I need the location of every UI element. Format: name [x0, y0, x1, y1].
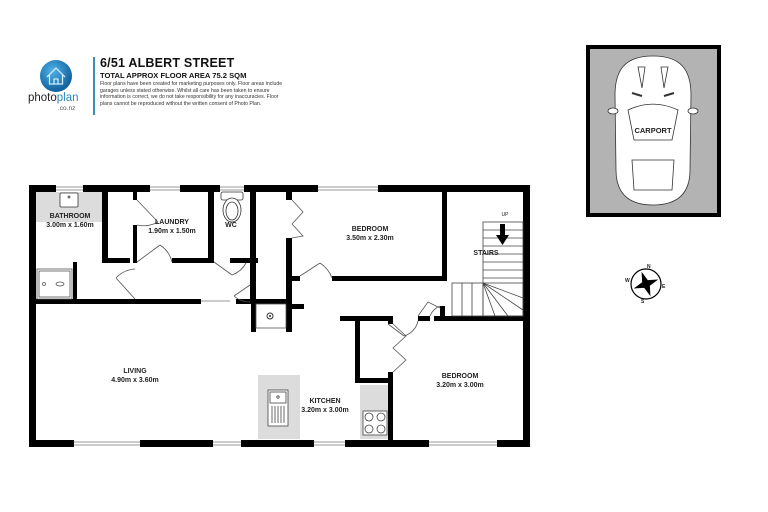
shower-icon — [36, 268, 73, 300]
header-divider — [93, 57, 95, 115]
disclaimer-text: Floor plans have been created for market… — [100, 81, 283, 107]
stairs-icon — [451, 221, 524, 317]
room-label-wc: WC — [225, 222, 237, 229]
logo-wordmark: photoplan — [28, 92, 79, 104]
toilet-icon — [220, 191, 244, 223]
hob-icon — [362, 410, 388, 436]
compass-e: E — [662, 284, 666, 290]
logo-domain: .co.nz — [58, 105, 76, 112]
property-address: 6/51 ALBERT STREET — [100, 56, 235, 70]
basin-icon — [59, 192, 79, 208]
floor-area: TOTAL APPROX FLOOR AREA 75.2 SQM — [100, 71, 247, 80]
house-globe-icon — [40, 60, 72, 92]
fan-icon — [255, 303, 287, 329]
stairs-up-label: UP — [501, 212, 509, 218]
compass-icon — [630, 268, 662, 300]
windows — [56, 186, 497, 446]
compass-w: W — [625, 278, 630, 284]
room-label-stairs: STAIRS — [473, 250, 499, 257]
compass-n: N — [647, 264, 651, 270]
stairs-direction-arrow — [496, 224, 509, 245]
sink-icon — [267, 389, 289, 427]
doors — [115, 199, 441, 373]
car-icon — [607, 55, 699, 206]
carport-label: CARPORT — [634, 126, 672, 135]
walls — [29, 185, 530, 447]
compass-s: S — [641, 299, 645, 305]
